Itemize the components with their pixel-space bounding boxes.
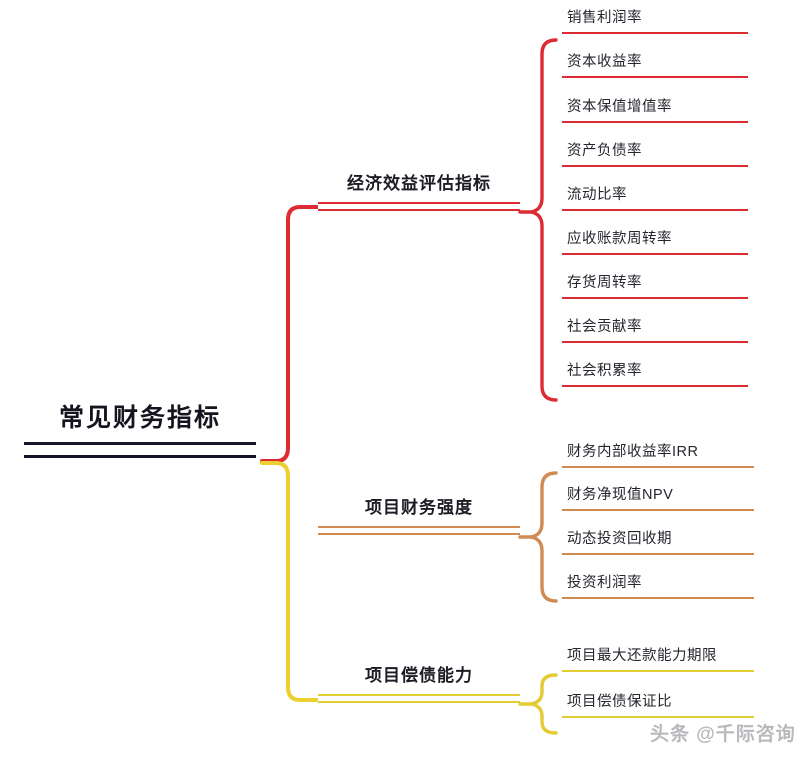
- leaf-node-rule: [562, 340, 748, 343]
- leaf-node[interactable]: 财务净现值NPV: [562, 487, 754, 511]
- trunk-root-to-branch-1: [260, 205, 320, 463]
- leaf-node-label: 资本保值增值率: [567, 99, 672, 115]
- leaf-node-label: 销售利润率: [567, 10, 642, 26]
- leaf-node-rule: [562, 31, 748, 34]
- leaf-node-rule: [562, 120, 748, 123]
- leaf-node-rule: [562, 715, 754, 718]
- leaf-node[interactable]: 财务内部收益率IRR: [562, 444, 754, 468]
- leaf-node[interactable]: 社会贡献率: [562, 319, 748, 343]
- branch-node-label: 经济效益评估指标: [347, 174, 491, 193]
- bracket-branch-1: [529, 38, 558, 402]
- trunk-root-to-branch-3: [260, 461, 320, 702]
- leaf-node[interactable]: 销售利润率: [562, 10, 748, 34]
- leaf-node[interactable]: 应收账款周转率: [562, 231, 748, 255]
- root-node-label: 常见财务指标: [58, 404, 221, 432]
- leaf-node-label: 资产负债率: [567, 143, 642, 159]
- watermark: 头条 @千际咨询: [650, 724, 796, 745]
- leaf-node[interactable]: 项目最大还款能力期限: [562, 648, 754, 672]
- branch-node-label: 项目偿债能力: [365, 666, 473, 685]
- leaf-node-rule: [562, 252, 748, 255]
- leaf-node-label: 存货周转率: [567, 275, 642, 291]
- leaf-node-label: 应收账款周转率: [567, 231, 672, 247]
- leaf-node-label: 资本收益率: [567, 54, 642, 70]
- branch-node-project-debt-capacity[interactable]: 项目偿债能力: [318, 666, 520, 703]
- leaf-node-rule: [562, 296, 748, 299]
- leaf-node-label: 投资利润率: [567, 575, 642, 591]
- leaf-node-label: 项目最大还款能力期限: [567, 648, 717, 664]
- leaf-node-rule: [562, 384, 748, 387]
- branch-node-rule: [318, 693, 520, 703]
- branch-node-project-financial-strength[interactable]: 项目财务强度: [318, 498, 520, 535]
- bracket-branch-2: [529, 471, 558, 603]
- leaf-node-label: 流动比率: [567, 187, 627, 203]
- leaf-node-rule: [562, 208, 748, 211]
- leaf-node-label: 财务内部收益率IRR: [567, 444, 699, 460]
- leaf-node[interactable]: 资本保值增值率: [562, 99, 748, 123]
- leaf-node-rule: [562, 669, 754, 672]
- leaf-node-label: 社会贡献率: [567, 319, 642, 335]
- leaf-node[interactable]: 投资利润率: [562, 575, 754, 599]
- leaf-node[interactable]: 流动比率: [562, 187, 748, 211]
- leaf-node-rule: [562, 164, 748, 167]
- leaf-node[interactable]: 资产负债率: [562, 143, 748, 167]
- leaf-node-rule: [562, 75, 748, 78]
- leaf-node[interactable]: 项目偿债保证比: [562, 694, 754, 718]
- leaf-node-rule: [562, 465, 754, 468]
- leaf-node-label: 财务净现值NPV: [567, 487, 674, 503]
- leaf-node[interactable]: 资本收益率: [562, 54, 748, 78]
- branch-node-rule: [318, 201, 520, 211]
- leaf-node[interactable]: 存货周转率: [562, 275, 748, 299]
- leaf-node-rule: [562, 596, 754, 599]
- leaf-node[interactable]: 动态投资回收期: [562, 531, 754, 555]
- branch-node-rule: [318, 525, 520, 535]
- root-node[interactable]: 常见财务指标: [24, 404, 256, 458]
- branch-node-label: 项目财务强度: [365, 498, 473, 517]
- leaf-node-label: 项目偿债保证比: [567, 694, 672, 710]
- leaf-node-label: 社会积累率: [567, 363, 642, 379]
- leaf-node-rule: [562, 552, 754, 555]
- branch-node-economic-benefit[interactable]: 经济效益评估指标: [318, 174, 520, 211]
- leaf-node[interactable]: 社会积累率: [562, 363, 748, 387]
- root-node-rule: [24, 441, 256, 458]
- leaf-node-label: 动态投资回收期: [567, 531, 672, 547]
- leaf-node-rule: [562, 508, 754, 511]
- bracket-branch-3: [529, 673, 558, 735]
